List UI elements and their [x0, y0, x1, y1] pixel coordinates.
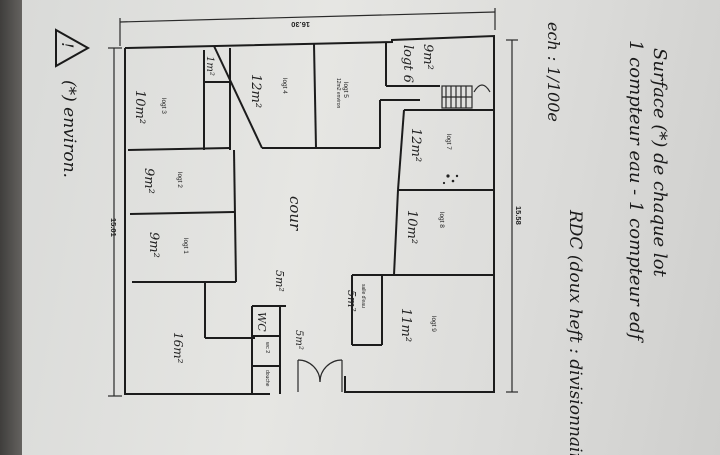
interior-walls: [127, 42, 494, 394]
logt2-area: 9m²: [141, 168, 156, 194]
logt9-label: logt 9: [430, 316, 437, 332]
logt6-area: 9m²: [420, 44, 435, 70]
logt4-area: 12m²: [248, 74, 263, 108]
environ-note: (*) environ.: [59, 80, 79, 178]
door-arcs: [297, 359, 343, 392]
outer-walls: [124, 34, 495, 395]
logt4-label: logt 4: [281, 78, 288, 94]
passage-area: 5m²: [273, 270, 286, 292]
logt5-label: logt 5: [342, 82, 349, 98]
salle-eau-label: salle d'eau: [360, 284, 366, 308]
cour-label: cour: [286, 196, 304, 231]
dim-right-label: 15.58: [514, 206, 523, 225]
note-line2: 1 compteur eau - 1 compteur edf: [625, 40, 646, 344]
douche-label: douche: [264, 370, 270, 387]
logt6-label: logt 6: [400, 45, 415, 83]
scale-note: ech : 1/100e: [544, 22, 563, 122]
logt8-area: 10m²: [404, 210, 419, 244]
logt1-area: 9m²: [146, 232, 161, 258]
logt5-area: 12m2 environ: [335, 78, 341, 109]
logt2-label: logt 2: [176, 172, 183, 188]
wc2-label: wc 2: [264, 341, 270, 353]
logt9-area: 11m²: [398, 308, 413, 342]
svg-text:!: !: [58, 42, 77, 48]
note-line1: Surface (*) de chaque lot: [649, 48, 670, 278]
door-area: 5m²: [293, 330, 304, 350]
dim-top-label: 16.30: [291, 20, 310, 29]
logt7-label: logt 7: [445, 134, 452, 150]
warning-icon: !: [55, 28, 91, 68]
note-line3: RDC (doux heft : divisionnaire): [565, 209, 585, 455]
dimension-right: 15.58: [506, 39, 523, 393]
logt3-area: 10m²: [132, 90, 147, 124]
logt7-area: 12m²: [408, 128, 423, 162]
bottom-left-area: 16m²: [171, 332, 185, 364]
paper-sheet: [22, 0, 720, 455]
smudge: [442, 174, 459, 185]
small-top-area: 1m²: [204, 56, 215, 76]
dim-left-label: 15.01: [109, 218, 118, 237]
wc1-label: WC: [255, 312, 268, 332]
dimension-top: 16.30: [119, 8, 496, 46]
salle-eau-area: 5m²: [345, 290, 358, 312]
logt3-label: logt 3: [160, 98, 167, 114]
staircase: [441, 84, 491, 109]
logt1-label: logt 1: [182, 238, 189, 254]
dimension-left: 15.01: [108, 47, 122, 397]
logt8-label: logt 8: [438, 212, 445, 228]
